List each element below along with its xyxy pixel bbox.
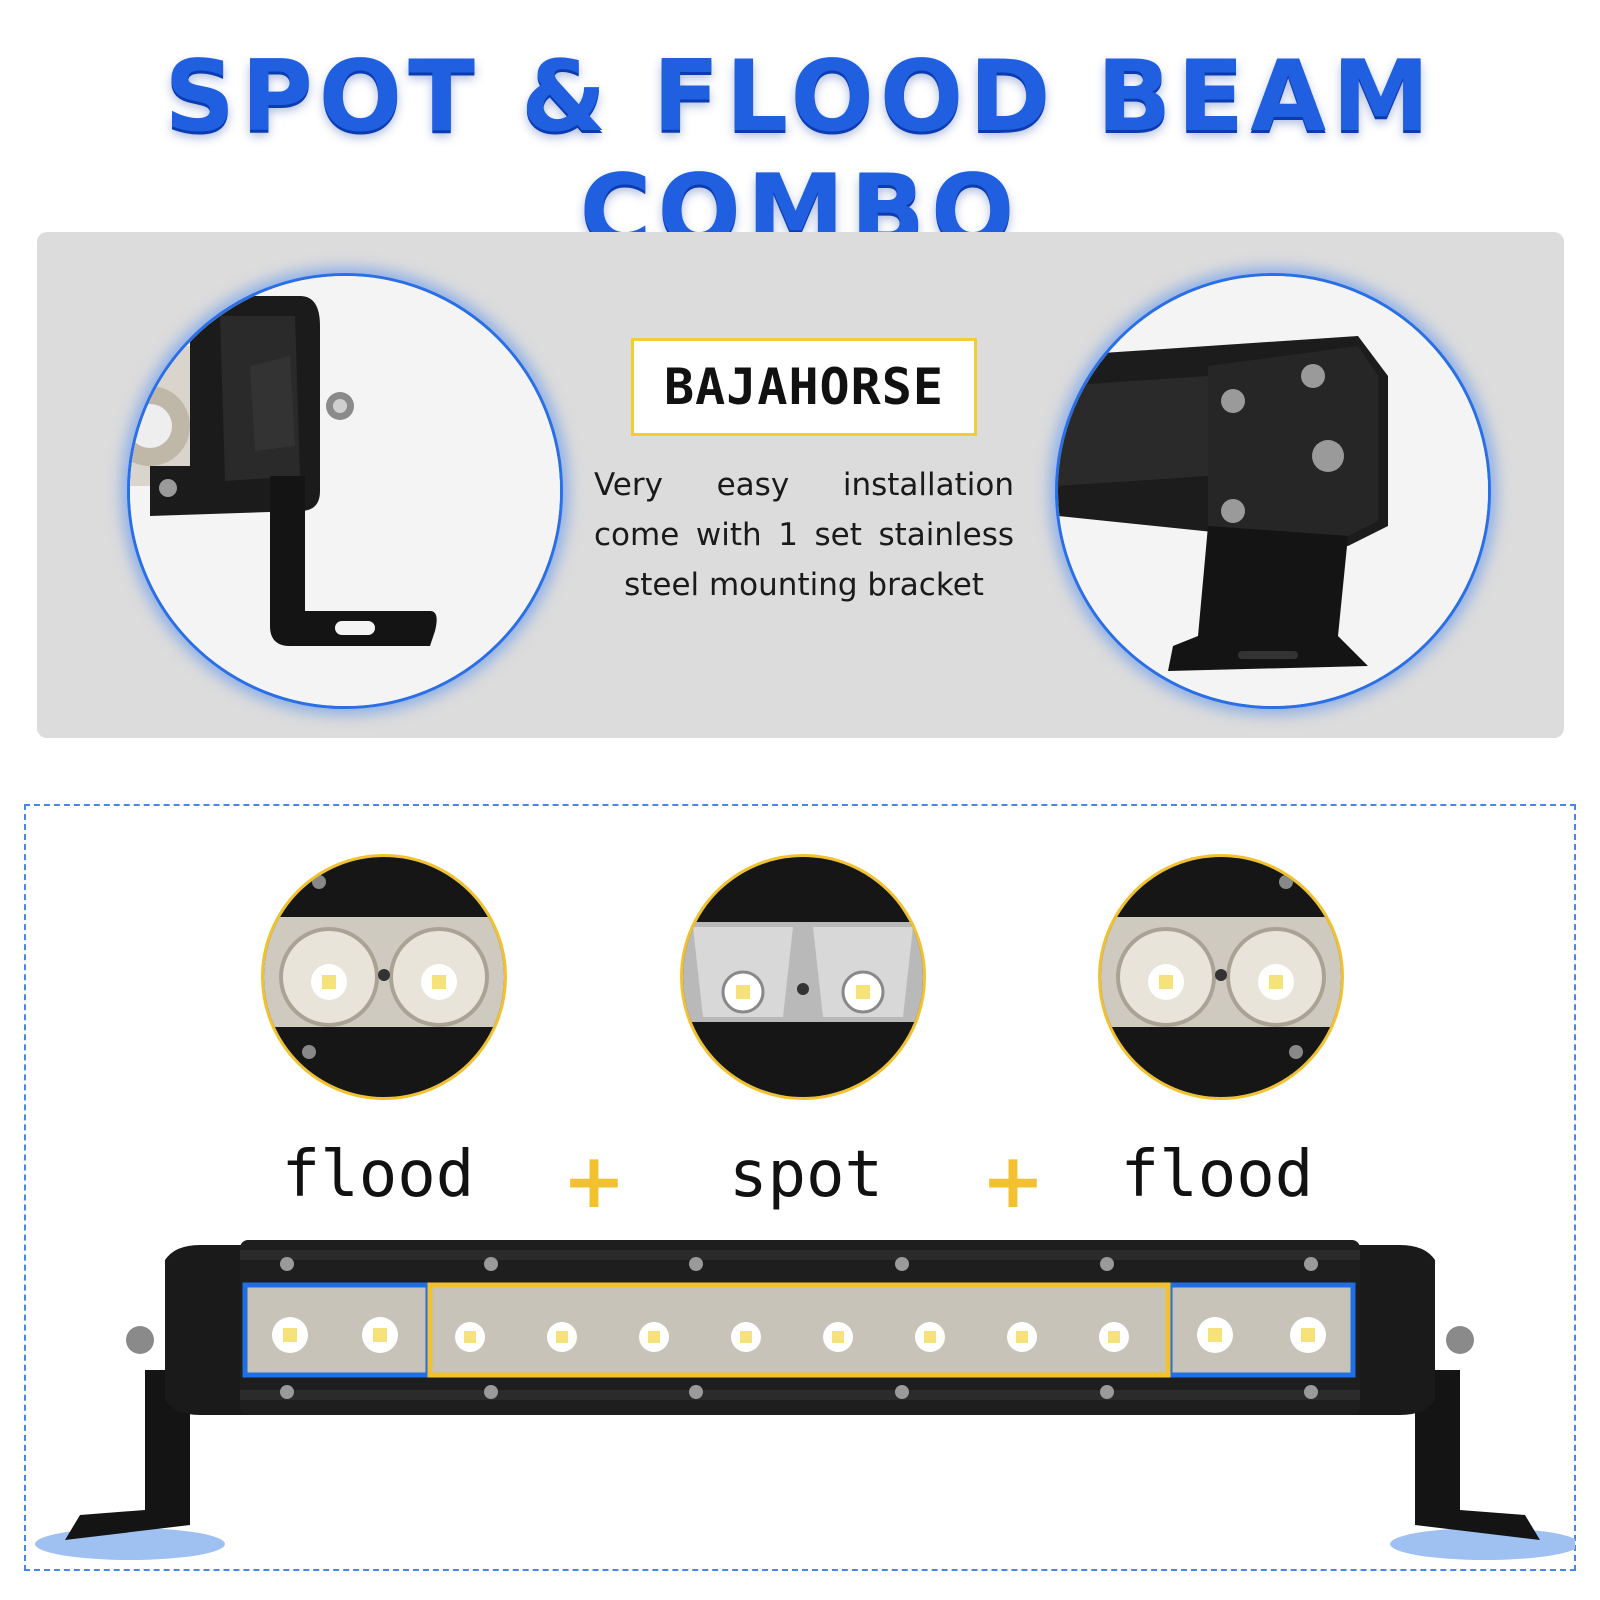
spot-lens-closeup: [680, 854, 926, 1100]
side-bracket-illustration: [130, 276, 560, 706]
plus-sign-2: +: [981, 1136, 1045, 1225]
right-bracket: [1415, 1370, 1540, 1540]
led-light-bar: [35, 1240, 1575, 1560]
label-flood-left: flood: [281, 1138, 475, 1212]
lens-strip: [245, 1285, 1355, 1375]
brand-name: BAJAHORSE: [664, 358, 944, 416]
flood-lens-closeup-right: [1098, 854, 1344, 1100]
label-flood-right: flood: [1120, 1138, 1314, 1212]
end-bracket-illustration: [1058, 276, 1488, 706]
top-screws: [280, 1257, 1318, 1271]
brand-box: BAJAHORSE: [631, 338, 977, 436]
plus-sign-1: +: [562, 1136, 626, 1225]
led-emitters: [272, 1317, 1326, 1353]
spot-section: [427, 1282, 1171, 1378]
flood-lens-closeup-left: [261, 854, 507, 1100]
beam-pattern-frame: [24, 804, 1576, 1571]
end-bracket-closeup: [1055, 273, 1491, 709]
left-side-bolt: [126, 1326, 154, 1354]
flood-lens-illustration-left: [264, 857, 504, 1097]
right-side-bolt: [1446, 1326, 1474, 1354]
left-bracket: [65, 1370, 190, 1540]
flood-lens-illustration-right: [1101, 857, 1341, 1097]
label-spot: spot: [728, 1138, 884, 1212]
left-foot-glow: [35, 1528, 225, 1560]
right-end-cap: [1345, 1245, 1435, 1415]
left-end-cap: [165, 1245, 255, 1415]
bottom-screws: [280, 1385, 1318, 1399]
headline: SPOT & FLOOD BEAM COMBO: [164, 40, 1436, 268]
side-bracket-closeup: [127, 273, 563, 709]
installation-description: Very easy installation come with 1 set s…: [594, 467, 1014, 603]
spot-lens-illustration: [683, 857, 923, 1097]
